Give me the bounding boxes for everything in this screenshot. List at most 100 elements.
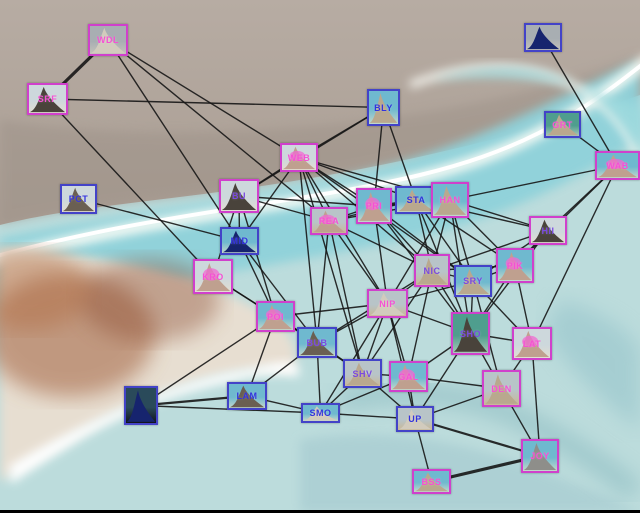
dolphin-fin-image (222, 230, 257, 253)
network-node-GRT[interactable]: GRT (544, 111, 581, 138)
dolphin-fin-image (229, 385, 265, 408)
dolphin-fin-image (258, 304, 293, 330)
edge-n20-n29 (140, 315, 276, 407)
network-node-POI[interactable]: POI (256, 301, 295, 332)
network-node-BSS[interactable]: BSS (412, 469, 451, 494)
dolphin-fin-image (531, 219, 565, 243)
node-label: WDL (97, 35, 119, 45)
node-label: LAM (236, 391, 258, 401)
network-node-KRO[interactable]: KRO (193, 259, 233, 294)
node-label: SRF (37, 94, 58, 104)
edge-n31-n32 (414, 417, 541, 458)
edge-n11-n25 (328, 220, 364, 374)
node-label: SHO (459, 328, 481, 339)
network-node-NIP[interactable]: NIP (367, 289, 408, 318)
network-node-HAN[interactable]: HAN (431, 182, 469, 218)
edge-n11-n21 (316, 220, 330, 343)
network-node-BUB[interactable]: BUB (297, 327, 337, 358)
network-node-UP[interactable]: UP (396, 406, 434, 432)
node-label: PCT (68, 194, 89, 204)
node-label: KRO (202, 271, 224, 282)
edge-n24-n32 (531, 343, 541, 457)
dolphin-fin-image (398, 409, 432, 430)
network-node-HII[interactable]: HII (529, 216, 567, 245)
node-label: WEB (287, 152, 311, 163)
node-label: GAL (398, 371, 419, 382)
edge-n17-n25 (361, 270, 433, 374)
node-label: HII (541, 225, 555, 236)
node-label: STA (406, 195, 426, 205)
network-node-WAB[interactable]: WAB (595, 151, 640, 180)
edge-n17-n26 (407, 270, 433, 377)
edge-n3-n10 (78, 198, 240, 242)
network-node-WEB[interactable]: WEB (280, 143, 318, 172)
network-node-BU[interactable]: BU (219, 179, 259, 213)
network-node-n5[interactable] (524, 23, 562, 52)
dolphin-fin-image (546, 114, 579, 136)
dolphin-fin-image (514, 330, 550, 358)
dolphin-fin-image (433, 186, 467, 215)
edge-n2-n19 (46, 98, 214, 277)
node-label: SMO (309, 408, 332, 418)
edge-n7-n14 (449, 164, 618, 201)
node-label: BSS (421, 476, 442, 487)
edge-n7-n24 (531, 165, 619, 344)
dolphin-fin-image (456, 268, 490, 295)
edge-n15-n17 (431, 229, 549, 272)
dolphin-fin-image (282, 146, 316, 170)
dolphin-fin-image (358, 192, 390, 221)
network-node-LAT[interactable]: LAT (512, 327, 552, 360)
dolphin-fin-image (369, 292, 406, 316)
node-label: PIK (506, 260, 524, 271)
dolphin-fin-image (414, 472, 449, 492)
node-label: BU (232, 191, 246, 201)
network-node-SMO[interactable]: SMO (301, 403, 340, 423)
node-label: REA (318, 216, 340, 226)
network-node-PRI[interactable]: PRI (356, 188, 392, 224)
dolphin-fin-image (299, 330, 335, 356)
network-node-WDL[interactable]: WDL (88, 24, 128, 56)
node-label: BLY (374, 102, 393, 113)
dolphin-fin-image (526, 26, 560, 50)
node-label: DEN (491, 383, 512, 394)
dolphin-fin-image (312, 210, 346, 233)
dolphin-fin-image (195, 263, 231, 291)
network-node-SHO[interactable]: SHO (451, 312, 490, 355)
dolphin-fin-image (523, 443, 557, 470)
dolphin-fin-image (345, 362, 380, 386)
dolphin-fin-image (369, 93, 398, 123)
node-label: MID (230, 236, 249, 246)
node-label: WAB (606, 160, 629, 171)
edge-n22-n30 (319, 303, 389, 414)
network-node-SHV[interactable]: SHV (343, 359, 382, 388)
node-label: NIP (379, 298, 396, 309)
node-label: PRI (365, 201, 383, 211)
spit-white-edge (7, 362, 300, 484)
network-node-LAM[interactable]: LAM (227, 382, 267, 410)
network-node-BLY[interactable]: BLY (367, 89, 400, 126)
network-node-MID[interactable]: MID (220, 227, 259, 255)
network-node-DEN[interactable]: DEN (482, 370, 521, 407)
dolphin-fin-image (498, 252, 532, 280)
network-node-REA[interactable]: REA (310, 207, 348, 235)
network-node-PCT[interactable]: PCT (60, 184, 97, 214)
node-label: UP (408, 414, 422, 424)
network-node-PIK[interactable]: PIK (496, 248, 534, 283)
network-node-SRF[interactable]: SRF (27, 83, 68, 115)
network-node-JOY[interactable]: JOY (521, 439, 559, 473)
hazy-sea-shadow (0, 55, 640, 225)
network-node-SRY[interactable]: SRY (454, 265, 492, 297)
edge-n2-n4 (47, 98, 384, 109)
edge-n5-n7 (542, 37, 619, 166)
edge-n8-n25 (298, 157, 364, 374)
network-node-STA[interactable]: STA (395, 186, 437, 214)
dolphin-fin-image (29, 86, 66, 113)
dolphin-fin-image (90, 27, 126, 54)
network-node-GAL[interactable]: GAL (389, 361, 428, 392)
network-node-NIC[interactable]: NIC (414, 254, 450, 287)
dolphin-fin-image (416, 257, 448, 285)
edge-n9-n12 (238, 195, 375, 207)
node-label: NIC (423, 265, 441, 276)
network-node-n29[interactable] (124, 386, 158, 425)
